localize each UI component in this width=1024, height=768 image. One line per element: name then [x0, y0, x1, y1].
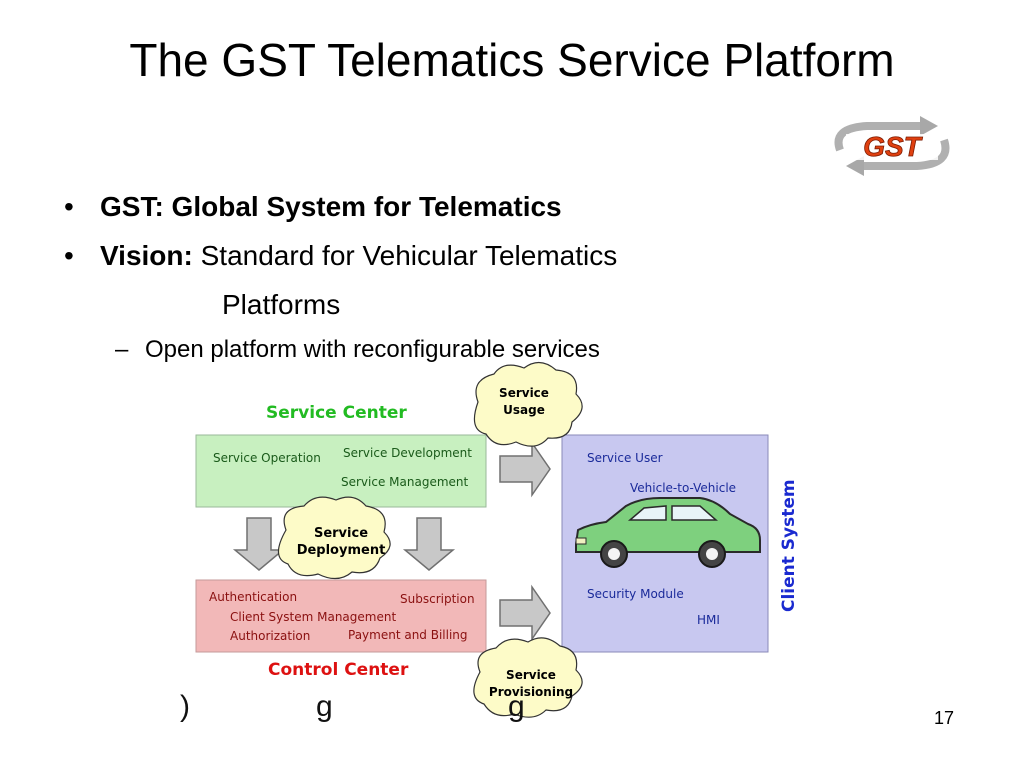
sub-bullet: – Open platform with reconfigurable serv…: [115, 333, 600, 367]
cloud-service-usage: [473, 361, 583, 447]
vehicle-to-vehicle-label: Vehicle-to-Vehicle: [630, 481, 737, 495]
bullet-dot: •: [64, 191, 74, 222]
bullet-1-bold: GST: Global System for Telematics: [100, 191, 562, 222]
arrow-down-right: [402, 517, 456, 571]
hmi-label: HMI: [697, 613, 720, 627]
client-system-management-label: Client System Management: [230, 610, 397, 624]
bullet-1: • GST: Global System for Telematics: [64, 187, 562, 227]
control-center-box: [195, 579, 487, 653]
service-operation-label: Service Operation: [213, 451, 321, 465]
authentication-label: Authentication: [209, 590, 298, 604]
footer-fragment-3: g: [508, 690, 525, 723]
cloud-usage-line-1: Service: [499, 386, 549, 400]
cloud-deployment-line-1: Service: [313, 526, 369, 541]
bullet-2-text: Standard for Vehicular Telematics: [200, 240, 618, 271]
bullet-2-bold: Vision:: [100, 240, 193, 271]
client-system-heading: Client System: [779, 479, 799, 612]
service-user-label: Service User: [587, 451, 663, 465]
service-development-label: Service Development: [343, 446, 472, 460]
gst-logo: GST: [834, 116, 950, 176]
bullet-2-continuation: Platforms: [222, 289, 341, 320]
cloud-deployment-label: Service Deployment: [296, 525, 386, 559]
slide-title: The GST Telematics Service Platform: [129, 34, 895, 86]
service-center-heading: Service Center: [266, 403, 407, 423]
cloud-provisioning-label: Service Provisioning: [486, 667, 576, 701]
logo-text: GST: [863, 131, 923, 162]
logo-swoosh-top: [834, 122, 922, 152]
footer-fragment-1: ): [180, 690, 190, 723]
authorization-label: Authorization: [230, 629, 311, 643]
cloud-deployment-line-2: Deployment: [296, 543, 386, 558]
security-module-label: Security Module: [587, 587, 684, 601]
logo-arrow-right: [920, 116, 938, 136]
bullet-2: • Vision: Standard for Vehicular Telemat…: [64, 236, 618, 276]
sub-bullet-text: Open platform with reconfigurable servic…: [145, 336, 600, 363]
arrow-right-bottom: [499, 584, 551, 642]
subscription-label: Subscription: [400, 592, 475, 606]
sub-bullet-dash: –: [115, 336, 129, 363]
payment-billing-label: Payment and Billing: [348, 628, 468, 642]
control-center-heading: Control Center: [268, 660, 409, 680]
service-management-label: Service Management: [341, 475, 469, 489]
arrow-right-top: [499, 440, 551, 498]
bullet-dot: •: [64, 240, 74, 271]
cloud-service-provisioning: [473, 637, 583, 718]
logo-arrow-left: [846, 156, 864, 176]
cloud-usage-line-2: Usage: [503, 403, 545, 417]
page-number: 17: [934, 708, 955, 728]
car-icon: [575, 497, 761, 568]
cloud-provisioning-line-1: Service: [506, 668, 556, 682]
service-center-box: [195, 434, 487, 508]
footer-fragment-2: g: [316, 690, 333, 723]
arrow-down-left: [232, 517, 286, 571]
logo-swoosh-bottom: [862, 138, 950, 170]
cloud-provisioning-line-2: Provisioning: [488, 685, 574, 699]
cloud-service-deployment: [277, 496, 391, 580]
cloud-usage-label: Service Usage: [494, 385, 554, 419]
